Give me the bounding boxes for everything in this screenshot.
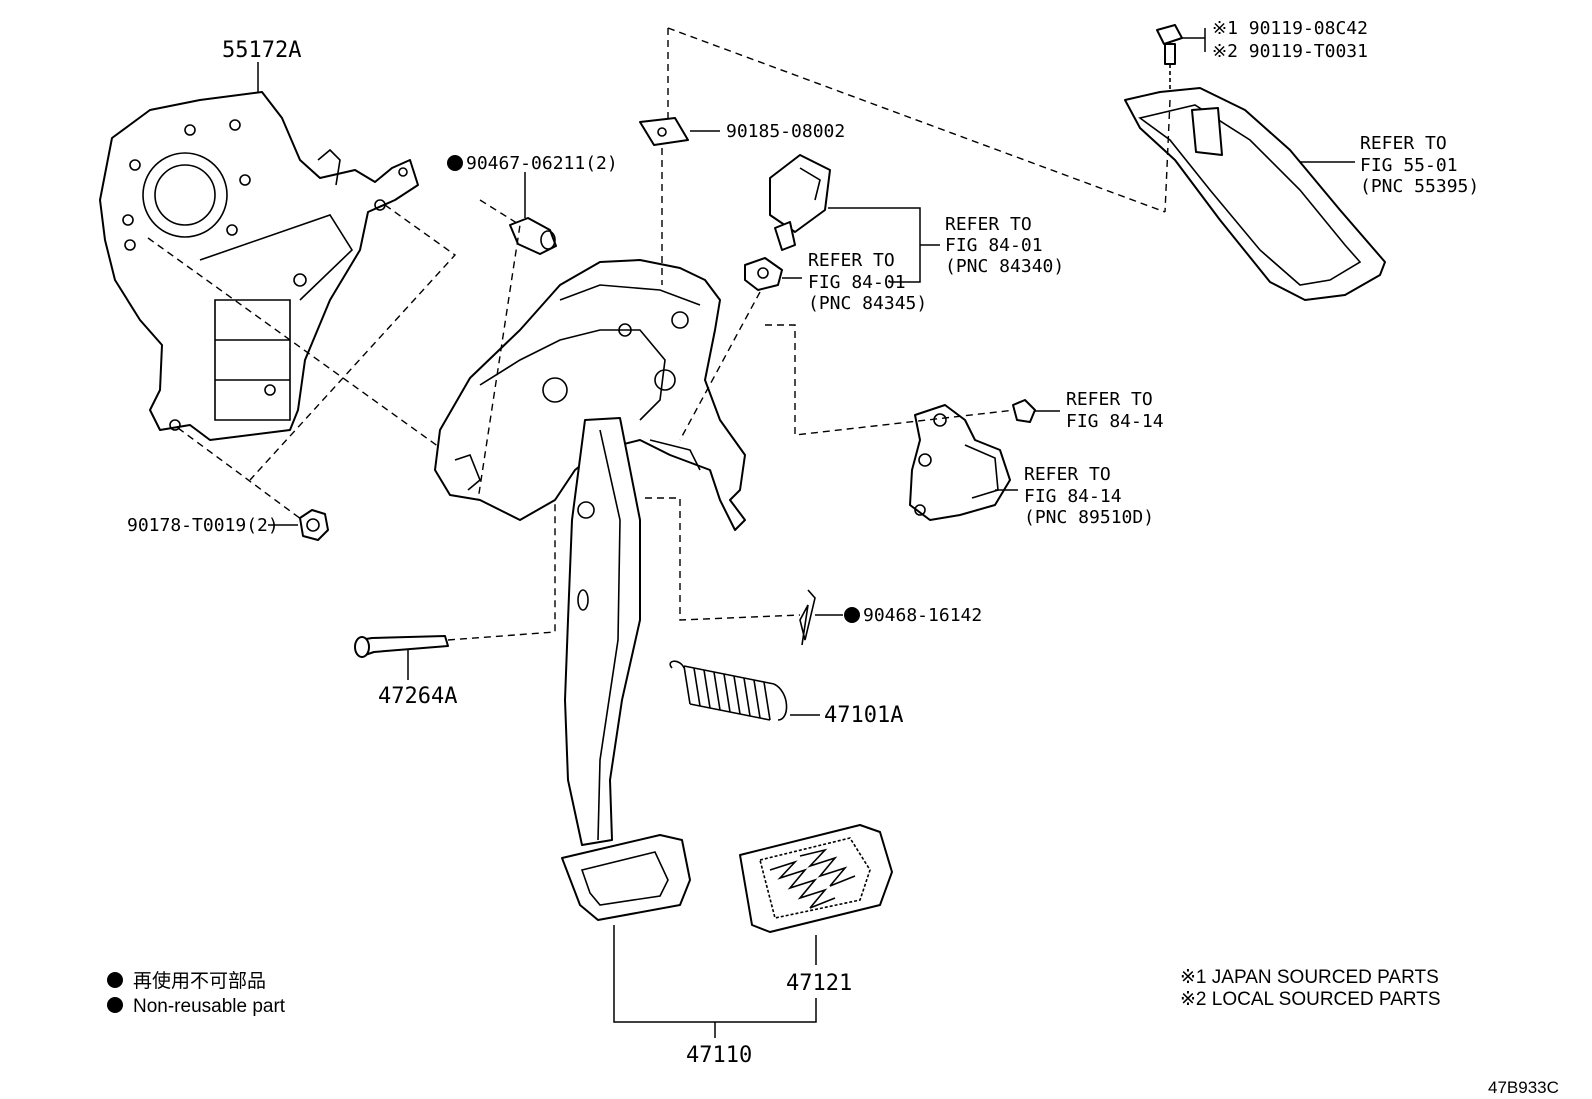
figure-id: 47B933C — [1488, 1078, 1559, 1097]
label-90467: 90467-06211(2) — [466, 153, 618, 174]
source-notes: ※1 JAPAN SOURCED PARTS ※2 LOCAL SOURCED … — [1180, 967, 1441, 1010]
label-84340-l1: REFER TO — [945, 214, 1032, 235]
label-47121: 47121 — [786, 971, 852, 996]
nut-90178 — [299, 509, 329, 541]
dashed-guide-to-cover — [667, 27, 1166, 213]
clip-90185 — [639, 117, 689, 146]
legend-en-text: Non-reusable part — [133, 996, 286, 1017]
label-47110: 47110 — [686, 1043, 752, 1068]
dashed-guide-pin — [447, 500, 556, 641]
label-84345-l2: FIG 84-01 — [808, 272, 906, 293]
dashed-guide-84345 — [679, 291, 761, 441]
label-47101a: 47101A — [824, 703, 903, 728]
label-55395-l2: FIG 55-01 — [1360, 155, 1458, 176]
label-89510-l1: REFER TO — [1024, 464, 1111, 485]
label-8414-l1: REFER TO — [1066, 389, 1153, 410]
label-90468: 90468-16142 — [863, 605, 982, 626]
label-84340-l3: (PNC 84340) — [945, 256, 1064, 277]
non-reusable-marker-90467 — [447, 155, 463, 171]
label-bolt-1: ※1 90119-08C42 — [1212, 18, 1368, 39]
pin-47264a — [354, 635, 449, 658]
label-89510-l2: FIG 84-14 — [1024, 486, 1122, 507]
label-47264a: 47264A — [378, 684, 457, 709]
sensor-89510d — [909, 404, 1011, 521]
leader-bolt — [1182, 28, 1206, 52]
pedal-pad-base — [561, 834, 691, 921]
dashed-guide-cover — [1164, 99, 1171, 213]
clip-90468 — [799, 589, 816, 646]
dashed-guide-90468 — [645, 497, 801, 621]
bolt-90119 — [1156, 24, 1183, 100]
label-55395-l3: (PNC 55395) — [1360, 176, 1479, 197]
stop-lamp-switch-84340 — [769, 154, 831, 251]
legend-bullet-en — [107, 997, 123, 1013]
nut-84-14 — [1012, 399, 1036, 423]
pedal-support-bracket — [434, 259, 746, 531]
dashed-guides-bracket — [147, 204, 461, 523]
label-84340-l2: FIG 84-01 — [945, 235, 1043, 256]
pedal-bracket-55172a — [99, 91, 419, 441]
stopper-84345 — [744, 257, 783, 291]
label-55172a: 55172A — [222, 38, 301, 63]
label-90185: 90185-08002 — [726, 121, 845, 142]
legend: 再使用不可部品 Non-reusable part — [107, 970, 286, 1017]
dashed-guide-sensor — [765, 324, 1016, 436]
cover-55395 — [1124, 87, 1386, 301]
label-84345-l3: (PNC 84345) — [808, 293, 927, 314]
legend-bullet-jp — [107, 972, 123, 988]
non-reusable-marker-90468 — [844, 607, 860, 623]
label-55395-l1: REFER TO — [1360, 133, 1447, 154]
legend-jp-text: 再使用不可部品 — [133, 970, 266, 992]
note-2: ※2 LOCAL SOURCED PARTS — [1180, 989, 1441, 1010]
label-89510-l3: (PNC 89510D) — [1024, 507, 1154, 528]
label-90178: 90178-T0019(2) — [127, 515, 279, 536]
spring-47101a — [669, 660, 788, 721]
dashed-guide-90467 — [477, 199, 521, 501]
label-bolt-2: ※2 90119-T0031 — [1212, 41, 1368, 62]
bushing-90467 — [509, 172, 557, 255]
label-84345-l1: REFER TO — [808, 250, 895, 271]
note-1: ※1 JAPAN SOURCED PARTS — [1180, 967, 1439, 988]
brake-pedal-arm — [564, 417, 641, 846]
label-8414-l2: FIG 84-14 — [1066, 411, 1164, 432]
pedal-pad-47121 — [739, 824, 893, 933]
